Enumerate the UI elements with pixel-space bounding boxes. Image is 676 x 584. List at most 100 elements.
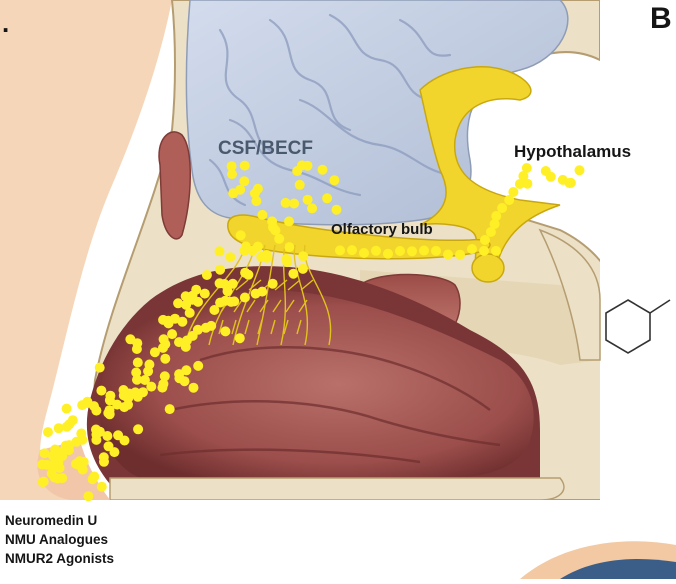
particle bbox=[508, 187, 518, 197]
particle bbox=[480, 235, 490, 245]
particle bbox=[133, 424, 143, 434]
particle bbox=[257, 210, 267, 220]
particle bbox=[113, 430, 123, 440]
particle bbox=[558, 175, 568, 185]
legend-line-analogues: NMU Analogues bbox=[5, 530, 114, 549]
particle bbox=[40, 448, 50, 458]
particle bbox=[240, 293, 250, 303]
particle bbox=[455, 250, 465, 260]
olfactory-bulb-label: Olfactory bulb bbox=[331, 221, 433, 238]
particle bbox=[307, 203, 317, 213]
particle bbox=[174, 369, 184, 379]
hypothalamus-label: Hypothalamus bbox=[514, 142, 631, 162]
particle bbox=[187, 295, 197, 305]
particle bbox=[239, 176, 249, 186]
particle bbox=[91, 435, 101, 445]
particle bbox=[53, 457, 63, 467]
particle bbox=[318, 165, 328, 175]
particle bbox=[288, 269, 298, 279]
particle bbox=[298, 264, 308, 274]
particle bbox=[292, 166, 302, 176]
particle bbox=[76, 429, 86, 439]
particle bbox=[43, 427, 53, 437]
particle bbox=[295, 180, 305, 190]
particle bbox=[251, 289, 261, 299]
particle bbox=[443, 250, 453, 260]
particle bbox=[467, 244, 477, 254]
particle bbox=[270, 225, 280, 235]
particle bbox=[133, 358, 143, 368]
particle bbox=[281, 198, 291, 208]
particle bbox=[235, 333, 245, 343]
particle bbox=[99, 457, 109, 467]
particle bbox=[289, 199, 299, 209]
particle bbox=[131, 368, 141, 378]
particle bbox=[158, 315, 168, 325]
particle bbox=[91, 406, 101, 416]
particle bbox=[240, 268, 250, 278]
particle bbox=[140, 375, 150, 385]
particle bbox=[240, 246, 250, 256]
hard-palate bbox=[110, 478, 564, 500]
particle bbox=[109, 447, 119, 457]
particle bbox=[284, 242, 294, 252]
particle bbox=[144, 360, 154, 370]
particle bbox=[303, 161, 313, 171]
particle bbox=[193, 325, 203, 335]
particle bbox=[267, 216, 277, 226]
particle bbox=[71, 459, 81, 469]
particle bbox=[193, 361, 203, 371]
particle bbox=[227, 161, 237, 171]
particle bbox=[95, 363, 105, 373]
legend-line-agonists: NMUR2 Agonists bbox=[5, 549, 114, 568]
particle bbox=[383, 249, 393, 259]
particle bbox=[240, 161, 250, 171]
particle bbox=[119, 385, 129, 395]
particle bbox=[96, 386, 106, 396]
particle bbox=[253, 184, 263, 194]
particle bbox=[177, 317, 187, 327]
particle bbox=[82, 397, 92, 407]
frontal-sinus bbox=[159, 132, 190, 239]
csf-becf-label: CSF/BECF bbox=[218, 138, 313, 160]
particle bbox=[68, 415, 78, 425]
particle bbox=[395, 246, 405, 256]
particle bbox=[335, 245, 345, 255]
particle bbox=[159, 334, 169, 344]
particle bbox=[215, 246, 225, 256]
particle bbox=[88, 474, 98, 484]
particle bbox=[491, 211, 501, 221]
particle bbox=[37, 460, 47, 470]
legend-line-neuromedin: Neuromedin U bbox=[5, 511, 114, 530]
particle bbox=[220, 296, 230, 306]
particle bbox=[57, 473, 67, 483]
particle bbox=[215, 265, 225, 275]
particle bbox=[132, 344, 142, 354]
particle bbox=[83, 491, 93, 501]
particle bbox=[38, 477, 48, 487]
pituitary bbox=[472, 254, 504, 282]
particle bbox=[491, 246, 501, 256]
particle bbox=[206, 321, 216, 331]
particle bbox=[160, 371, 170, 381]
particle bbox=[253, 242, 263, 252]
panel-letter: B bbox=[650, 2, 672, 36]
particle bbox=[157, 383, 167, 393]
particle bbox=[575, 165, 585, 175]
particle bbox=[209, 305, 219, 315]
compound-legend: Neuromedin U NMU Analogues NMUR2 Agonist… bbox=[5, 511, 114, 568]
particle bbox=[332, 205, 342, 215]
particle bbox=[268, 279, 278, 289]
particle bbox=[191, 285, 201, 295]
particle bbox=[228, 279, 238, 289]
particle bbox=[165, 404, 175, 414]
particle bbox=[185, 308, 195, 318]
particle bbox=[522, 163, 532, 173]
particle bbox=[228, 188, 238, 198]
particle bbox=[541, 166, 551, 176]
particle bbox=[282, 254, 292, 264]
particle bbox=[225, 252, 235, 262]
particle bbox=[202, 270, 212, 280]
